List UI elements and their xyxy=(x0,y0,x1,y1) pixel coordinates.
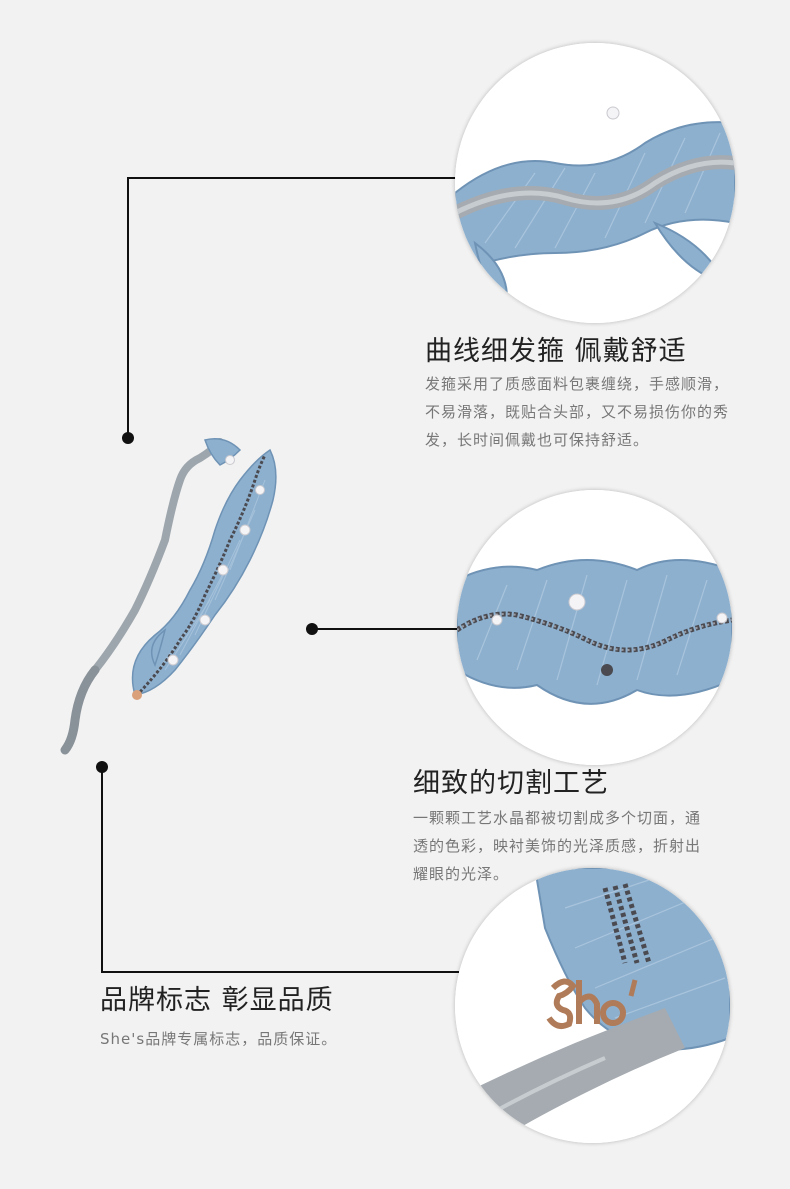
feature-1-line-3: 发，长时间佩戴也可保持舒适。 xyxy=(425,431,650,449)
feature-1-title: 曲线细发箍 佩戴舒适 xyxy=(425,336,687,367)
feature-1-line-1: 发箍采用了质感面料包裹缠绕，手感顺滑， xyxy=(425,375,730,393)
connector-line-1-horizontal xyxy=(128,177,458,179)
feature-2-title: 细致的切割工艺 xyxy=(413,768,609,799)
feature-3-line-1: She's品牌专属标志，品质保证。 xyxy=(100,1030,338,1048)
connector-dot-2 xyxy=(306,623,318,635)
connector-line-3-horizontal xyxy=(101,971,459,973)
connector-dot-3 xyxy=(96,761,108,773)
feature-2-line-3: 耀眼的光泽。 xyxy=(413,865,510,883)
feature-2-line-1: 一颗颗工艺水晶都被切割成多个切面，通 xyxy=(413,809,702,827)
brand-logo-detail-image xyxy=(455,868,730,1143)
feature-3-title: 品牌标志 彰显品质 xyxy=(100,985,334,1016)
connector-line-2-horizontal xyxy=(312,628,460,630)
feather-headband-image xyxy=(55,420,290,765)
feature-1-line-2: 不易滑落，既贴合头部，又不易损伤你的秀 xyxy=(425,403,730,421)
feature-2-description: 一颗颗工艺水晶都被切割成多个切面，通 透的色彩，映衬美饰的光泽质感，折射出 耀眼… xyxy=(413,804,701,888)
crystal-vine-detail-image xyxy=(457,490,732,765)
connector-line-3-vertical xyxy=(101,766,103,973)
feature-3-description: She's品牌专属标志，品质保证。 xyxy=(100,1025,337,1053)
connector-dot-1 xyxy=(122,432,134,444)
feature-1-description: 发箍采用了质感面料包裹缠绕，手感顺滑， 不易滑落，既贴合头部，又不易损伤你的秀 … xyxy=(425,370,729,454)
lace-band-detail-image xyxy=(455,43,735,323)
connector-line-1-vertical xyxy=(127,177,129,439)
feature-2-line-2: 透的色彩，映衬美饰的光泽质感，折射出 xyxy=(413,837,702,855)
